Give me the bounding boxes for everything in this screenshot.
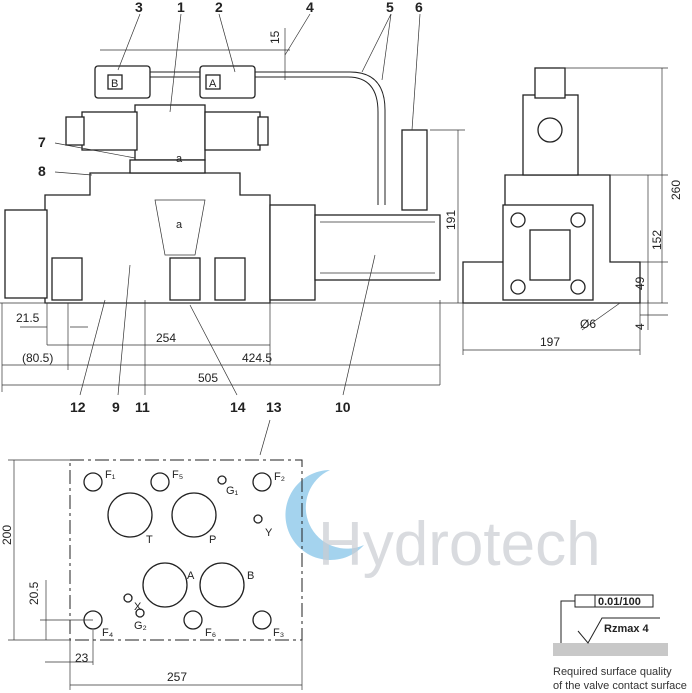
section-mark-a: a: [176, 153, 183, 165]
dim-191: 191: [444, 210, 458, 230]
dim-197: 197: [540, 335, 560, 349]
mounting-interface-view: [8, 459, 303, 690]
port-P: P: [209, 534, 216, 546]
port-F1: F₁: [105, 469, 116, 481]
front-view: B A a a: [0, 13, 465, 456]
transducer-connector: [401, 129, 428, 211]
dim-254: 254: [156, 331, 176, 345]
section-mark-a-lower: a: [176, 219, 183, 231]
callout-12: 12: [70, 399, 86, 415]
surface-note-line1: Required surface quality: [553, 666, 672, 678]
callout-10: 10: [335, 399, 351, 415]
manual-override-left: [65, 116, 85, 146]
port-A: A: [187, 570, 195, 582]
callout-13: 13: [266, 399, 282, 415]
side-view: [462, 67, 668, 355]
dim-20-5: 20.5: [27, 581, 41, 605]
callout-9: 9: [112, 399, 120, 415]
callout-14: 14: [230, 399, 246, 415]
dim-80-5: (80.5): [22, 351, 53, 365]
callout-7: 7: [38, 134, 46, 150]
surface-note-line2: of the valve contact surface: [553, 680, 687, 692]
dim-257: 257: [167, 670, 187, 684]
port-Y: Y: [265, 527, 273, 539]
dim-4: 4: [633, 323, 647, 330]
port-F6: F₆: [205, 627, 216, 639]
callout-3: 3: [135, 0, 143, 15]
callout-6: 6: [415, 0, 423, 15]
port-B: B: [247, 570, 254, 582]
roughness-value: Rzmax 4: [604, 623, 650, 635]
port-F4: F₄: [102, 627, 114, 639]
watermark-swirl-icon: [285, 470, 364, 560]
callout-4: 4: [306, 0, 314, 15]
manual-override-right: [257, 116, 269, 146]
dim-21-5: 21.5: [16, 311, 40, 325]
right-cover: [269, 204, 316, 301]
callout-2: 2: [215, 0, 223, 15]
callout-numbers: 3 1 2 4 5 6 7 8 12 9 11 14 10 13: [38, 0, 423, 415]
port-G1: G₁: [226, 485, 239, 497]
surface-quality-symbol: 0.01/100 Rzmax 4 Required surface qualit…: [553, 594, 687, 692]
dimension-labels: 15 191 260 152 49 4 Ø6 197 21.5 254 (80.…: [0, 30, 683, 684]
port-F2: F₂: [274, 471, 285, 483]
dim-424-5: 424.5: [242, 351, 272, 365]
pilot-valve-body: [134, 104, 206, 161]
callout-1: 1: [177, 0, 185, 15]
interface-outline: [69, 459, 303, 641]
plug-a: [199, 65, 256, 99]
port-G2: G₂: [134, 620, 147, 632]
dim-260: 260: [669, 180, 683, 200]
solenoid-a: [204, 111, 261, 151]
callout-5: 5: [386, 0, 394, 15]
dim-152: 152: [650, 230, 664, 250]
solenoid-b-label: B: [111, 78, 118, 90]
port-F5: F₅: [172, 469, 183, 481]
watermark-text: Hydrotech: [318, 510, 601, 579]
dim-49: 49: [633, 276, 647, 290]
port-X: X: [134, 601, 142, 613]
dim-200: 200: [0, 525, 14, 545]
callout-8: 8: [38, 163, 46, 179]
callout-11: 11: [135, 399, 150, 415]
left-cover: [4, 209, 48, 299]
dim-23: 23: [75, 651, 89, 665]
watermark-logo: [285, 470, 364, 560]
port-F3: F₃: [273, 627, 284, 639]
port-labels: F₁ F₅ G₁ F₂ Y T P A B X G₂ F₄ F₆ F₃: [102, 469, 285, 639]
port-holes: [83, 472, 272, 630]
position-transducer: [314, 214, 441, 281]
flatness-value: 0.01/100: [598, 596, 641, 608]
dim-hole-diameter: Ø6: [580, 317, 596, 331]
dim-15: 15: [268, 30, 282, 44]
solenoid-a-label: A: [209, 78, 217, 90]
port-T: T: [146, 534, 153, 546]
solenoid-b: [81, 111, 138, 151]
dim-505: 505: [198, 371, 218, 385]
